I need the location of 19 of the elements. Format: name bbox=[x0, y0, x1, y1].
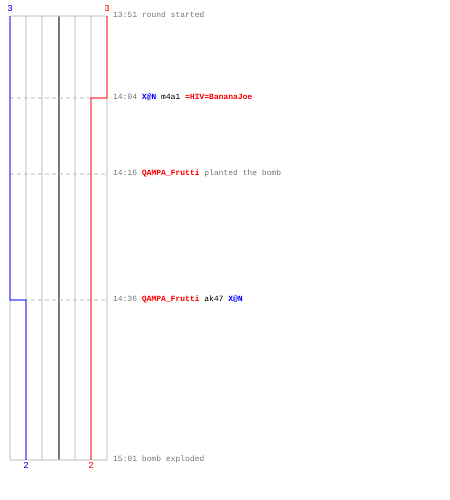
time: 14:16 bbox=[113, 169, 138, 179]
time: 14:04 bbox=[113, 93, 138, 103]
player-name: QAMPA_Frutti bbox=[142, 295, 200, 305]
team-count: 3 bbox=[6, 4, 14, 14]
weapon-name: ak47 bbox=[204, 295, 224, 305]
team-count: 3 bbox=[103, 4, 111, 14]
weapon-name: m4a1 bbox=[161, 93, 180, 103]
event-text: planted the bomb bbox=[204, 169, 282, 179]
player-name: X@N bbox=[228, 295, 243, 305]
time: 15:01 bbox=[113, 455, 138, 465]
event-text: round started bbox=[142, 11, 204, 21]
time: 13:51 bbox=[113, 11, 138, 21]
player-name: =HIV=BananaJoe bbox=[185, 93, 252, 103]
event-text: bomb exploded bbox=[142, 455, 204, 465]
team-count: 2 bbox=[22, 461, 30, 471]
player-name: QAMPA_Frutti bbox=[142, 169, 200, 179]
player-name: X@N bbox=[142, 93, 156, 103]
team-count: 2 bbox=[87, 461, 95, 471]
time: 14:36 bbox=[113, 295, 138, 305]
